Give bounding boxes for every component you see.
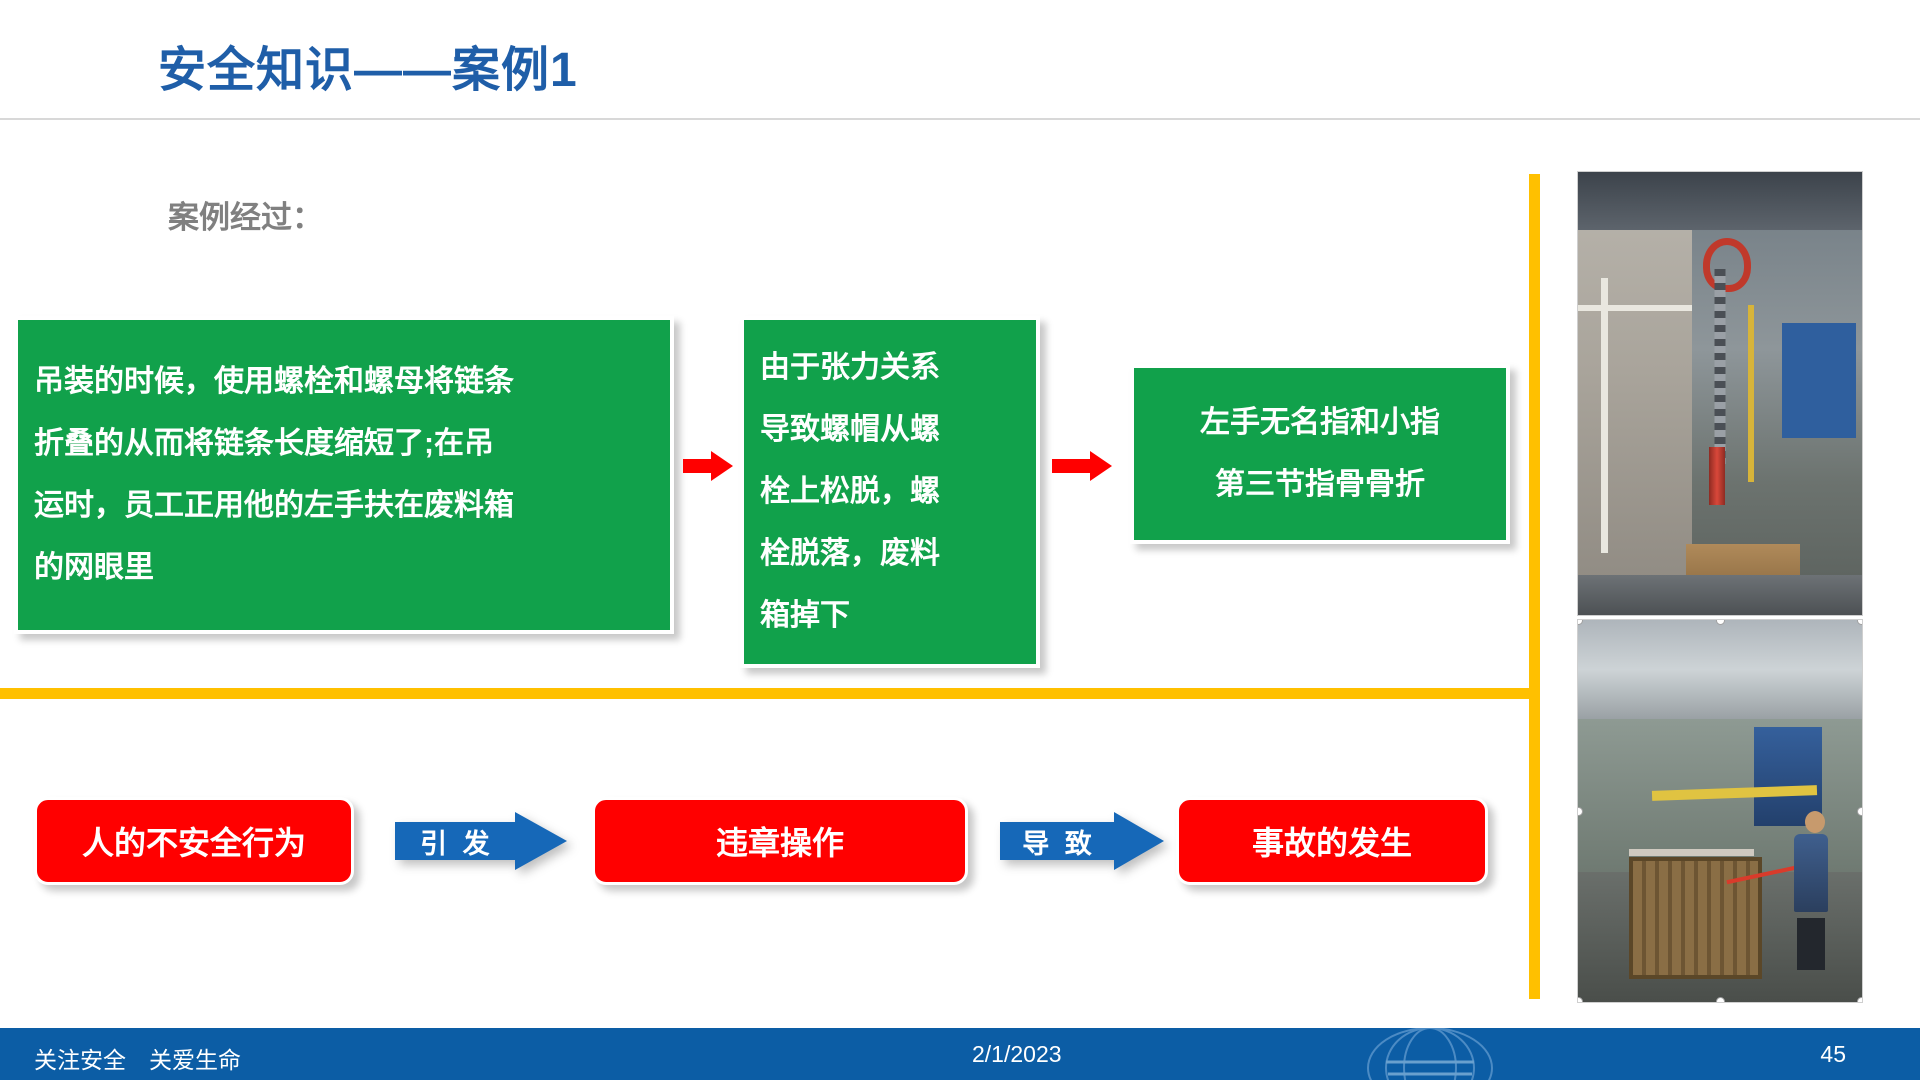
photo1-hook: [1702, 238, 1751, 293]
flow-box-mechanism-line-1: 由于张力关系: [760, 351, 940, 384]
photo2-worker-head: [1805, 811, 1826, 833]
slide-number: 45: [1820, 1041, 1846, 1067]
photo-workshop[interactable]: [1577, 619, 1863, 1003]
photo-resize-handle-nw[interactable]: [1578, 620, 1583, 625]
photo1-yellow-post: [1748, 304, 1755, 483]
footer-date: 2/1/2023: [972, 1041, 1062, 1067]
footer-slogan: 关注安全 关爱生命: [34, 1047, 241, 1073]
flow-box-mechanism-line-2: 导致螺帽从螺: [760, 413, 940, 446]
blue-arrow-label-triggers: 引 发: [420, 828, 494, 859]
photo2-cage-top: [1629, 849, 1755, 857]
page-title: 安全知识——案例1: [158, 44, 578, 97]
flow-box-injury: 左手无名指和小指 第三节指骨骨折: [1130, 364, 1510, 544]
vertical-divider: [1529, 174, 1540, 999]
flow-box-mechanism-line-3: 栓上松脱，螺: [760, 475, 940, 508]
blue-arrow-icon-triggers: 引 发: [395, 812, 567, 870]
flow-box-cause-line-4: 的网眼里: [34, 551, 154, 584]
red-arrow-head: [711, 451, 733, 481]
photo1-ceiling: [1578, 172, 1862, 230]
red-arrow-shaft: [1052, 459, 1092, 473]
flow-box-mechanism: 由于张力关系 导致螺帽从螺 栓上松脱，螺 栓脱落，废料 箱掉下: [740, 316, 1040, 668]
photo1-chain: [1714, 269, 1726, 465]
photo2-ceiling: [1578, 620, 1862, 720]
photo2-scrap-cage: [1629, 856, 1763, 980]
horizontal-divider: [0, 688, 1540, 699]
photo1-pipe-vertical: [1600, 278, 1608, 553]
flow-box-mechanism-line-5: 箱掉下: [760, 599, 850, 632]
title-divider: [0, 118, 1920, 120]
red-arrow-icon-2: [1052, 451, 1114, 481]
photo-resize-handle-e[interactable]: [1857, 807, 1862, 816]
flow-box-mechanism-line-4: 栓脱落，废料: [760, 537, 940, 570]
photo-resize-handle-s[interactable]: [1716, 997, 1725, 1002]
photo1-wall: [1578, 172, 1692, 615]
company-logo-icon: [1330, 1027, 1530, 1085]
photo1-pipe-horizontal: [1578, 304, 1692, 311]
red-arrow-head: [1090, 451, 1112, 481]
photo2-worker-body: [1793, 833, 1828, 912]
flow-box-injury-line-1: 左手无名指和小指: [1200, 406, 1440, 439]
photo1-floor: [1578, 575, 1862, 615]
chain-item-violation: 违章操作: [592, 797, 968, 885]
chain-item-unsafe-behavior: 人的不安全行为: [34, 797, 354, 885]
blue-arrow-label-leads-to: 导 致: [1022, 828, 1096, 859]
red-arrow-shaft: [683, 459, 713, 473]
blue-arrow-icon-leads-to: 导 致: [1000, 812, 1164, 870]
flow-box-cause: 吊装的时候，使用螺栓和螺母将链条 折叠的从而将链条长度缩短了;在吊 运时，员工正…: [14, 316, 674, 634]
red-arrow-icon-1: [683, 451, 733, 481]
flow-box-cause-line-3: 运时，员工正用他的左手扶在废料箱: [34, 489, 514, 522]
photo-resize-handle-w[interactable]: [1578, 807, 1583, 816]
photo1-red-device: [1709, 446, 1726, 505]
photo1-blue-machine: [1782, 322, 1857, 438]
flow-box-injury-line-2: 第三节指骨骨折: [1215, 468, 1425, 501]
photo-resize-handle-n[interactable]: [1716, 620, 1725, 625]
photo2-worker-legs: [1796, 917, 1825, 970]
photo2-blue-machine: [1754, 726, 1823, 827]
flow-box-cause-line-1: 吊装的时候，使用螺栓和螺母将链条: [34, 365, 514, 398]
photo-chain-hoist[interactable]: [1577, 171, 1863, 616]
slide-footer: 关注安全 关爱生命 2/1/2023 45: [0, 1027, 1920, 1085]
section-subtitle: 案例经过：: [168, 200, 323, 235]
photo-resize-handle-se[interactable]: [1857, 997, 1862, 1002]
chain-item-accident: 事故的发生: [1176, 797, 1488, 885]
slide-title-bar: 安全知识——案例1: [0, 0, 1920, 120]
flow-box-cause-line-2: 折叠的从而将链条长度缩短了;在吊: [34, 427, 494, 460]
photo-resize-handle-sw[interactable]: [1578, 997, 1583, 1002]
photo-resize-handle-ne[interactable]: [1857, 620, 1862, 625]
